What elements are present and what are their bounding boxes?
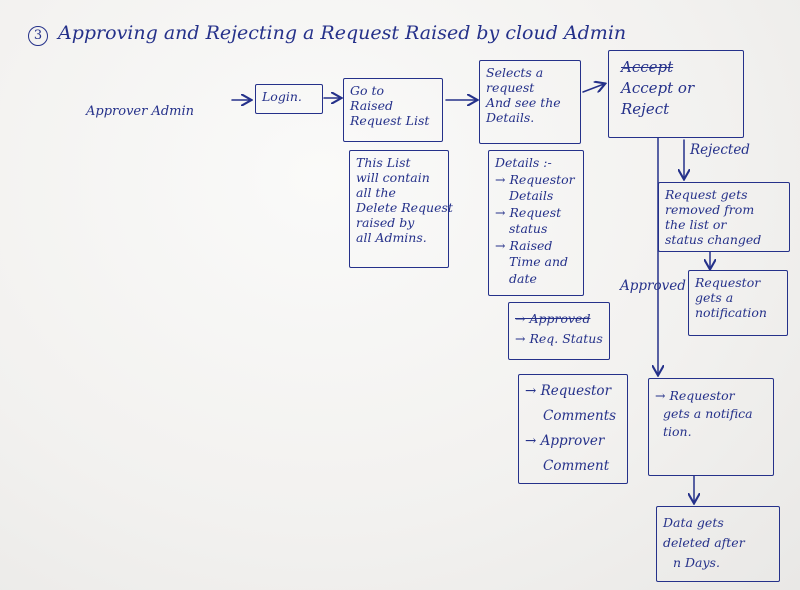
box-line: Raised [350,98,393,113]
comments-box: → Requestor Comments → Approver Comment [518,374,628,484]
approved-label: Approved [620,278,686,294]
box-line: → Requestor [655,388,735,403]
box-line: Request List [350,113,430,128]
box-line: This List [356,155,411,170]
box-line: Reject [621,100,670,118]
box-line: Go to [350,83,385,98]
box-line: Delete Request [356,200,453,215]
request-removed-box: Request gets removed from the list or st… [658,182,790,252]
box-line: Details :- [495,155,552,170]
struck-text: → Approved [515,311,591,326]
details-box: Details :- → Requestor Details → Request… [488,150,584,296]
goto-request-list-box: Go to Raised Request List [343,78,443,142]
box-line: Comments [543,408,617,424]
box-line: will contain [356,170,430,185]
box-line: Request gets [665,187,748,202]
box-line: Accept or [621,79,695,97]
box-line: → Approver [525,433,605,449]
approver-admin-label: Approver Admin [86,104,195,119]
box-line: Requestor [695,275,761,290]
box-line: gets a [695,290,734,305]
requestor-notified-rejected-box: Requestor gets a notification [688,270,788,336]
box-line: n Days. [673,555,720,570]
box-line: → Requestor [525,383,612,399]
box-line: Comment [543,458,610,474]
box-line: date [509,270,537,286]
box-line: the list or [665,217,727,232]
box-line: Selects a [486,65,544,80]
box-line: deleted after [663,535,745,550]
box-line: And see the [486,95,561,110]
title-text: Approving and Rejecting a Request Raised… [58,22,627,44]
list-note-box: This List will contain all the Delete Re… [349,150,453,268]
data-deleted-box: Data gets deleted after n Days. [656,506,780,582]
requestor-notified-approved-box: → Requestor gets a notifica tion. [648,378,774,476]
box-line: removed from [665,202,755,217]
box-line: request [486,80,535,95]
box-line: status changed [665,232,762,247]
page-title: 3 Approving and Rejecting a Request Raise… [28,22,626,46]
box-line: → Request [495,204,562,220]
box-line: → Raised [495,237,553,253]
box-line: raised by [356,215,415,230]
login-box: Login. [255,84,323,114]
box-line: → Req. Status [515,331,603,346]
box-line: status [509,221,548,236]
box-line: Data gets [663,515,724,530]
box-line: all Admins. [356,230,427,245]
section-number: 3 [28,26,48,46]
box-line: → Requestor [495,171,575,187]
box-line: gets a notifica [663,406,753,421]
box-line: Details. [486,110,535,125]
status-box: → Approved → Req. Status [508,302,610,360]
box-line: tion. [663,424,692,439]
rejected-label: Rejected [690,142,750,158]
box-line: Details [509,188,554,203]
struck-text: Accept [621,58,674,76]
login-text: Login. [262,89,302,104]
arrow-select-to-accept [582,84,604,92]
box-line: all the [356,185,396,200]
box-line: Time and [509,254,569,269]
accept-reject-box: Accept Accept or Reject [608,50,744,138]
select-request-box: Selects a request And see the Details. [479,60,581,144]
box-line: notification [695,305,767,320]
